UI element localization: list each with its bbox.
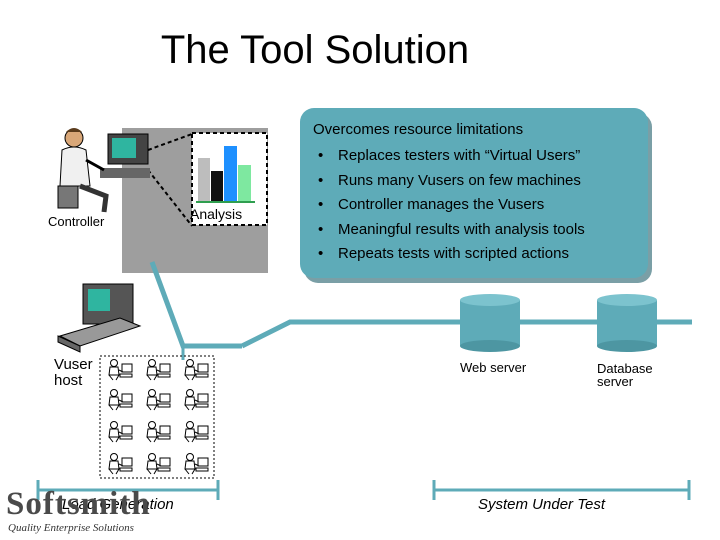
vuser-host-label-line2: host (54, 372, 82, 389)
bullet-glyph: • (318, 193, 338, 218)
vuser-host-workstation-icon (58, 284, 140, 352)
bullet-text: Meaningful results with analysis tools (338, 221, 585, 238)
virtual-user-icon (147, 360, 170, 381)
virtual-user-icon (147, 422, 170, 443)
bullet-glyph: • (318, 144, 338, 169)
bullet-text: Replaces testers with “Virtual Users” (338, 147, 580, 164)
bullet-text: Repeats tests with scripted actions (338, 245, 569, 262)
virtual-user-icon (185, 454, 208, 475)
callout-bullet-list: •Replaces testers with “Virtual Users” •… (318, 144, 585, 267)
analysis-label: Analysis (190, 206, 242, 222)
virtual-user-icon (147, 454, 170, 475)
analysis-bar-black (211, 171, 223, 201)
bullet-text: Controller manages the Vusers (338, 196, 544, 213)
callout-bullet: •Controller manages the Vusers (318, 193, 585, 218)
slide-title: The Tool Solution (0, 28, 630, 73)
callout-heading: Overcomes resource limitations (313, 121, 523, 138)
vuser-icons (100, 356, 214, 478)
database-server-label-line2: server (597, 375, 633, 388)
bullet-glyph: • (318, 242, 338, 267)
bullet-glyph: • (318, 218, 338, 243)
system-under-test-label: System Under Test (478, 496, 605, 513)
softsmith-logo: Softsmith (6, 486, 151, 523)
vuser-host-label-line1: Vuser (54, 356, 93, 373)
virtual-user-icon (109, 390, 132, 411)
network-line-controller-host (152, 262, 242, 346)
database-server-cylinder-icon (597, 294, 657, 352)
web-server-cylinder-icon (460, 294, 520, 352)
virtual-user-icon (109, 422, 132, 443)
bullet-text: Runs many Vusers on few machines (338, 172, 581, 189)
callout-bullet: •Meaningful results with analysis tools (318, 218, 585, 243)
bullet-glyph: • (318, 169, 338, 194)
analysis-bar-blue (224, 146, 237, 201)
callout-bullet: •Runs many Vusers on few machines (318, 169, 585, 194)
web-server-label: Web server (460, 361, 526, 374)
virtual-user-icon (147, 390, 170, 411)
virtual-user-icon (185, 360, 208, 381)
analysis-bar-gray (198, 158, 210, 201)
vuser-grid (100, 356, 214, 478)
callout-bullet: •Replaces testers with “Virtual Users” (318, 144, 585, 169)
virtual-user-icon (109, 454, 132, 475)
controller-label: Controller (48, 215, 104, 228)
virtual-user-icon (109, 360, 132, 381)
analysis-bar-green (238, 165, 251, 201)
virtual-user-icon (185, 390, 208, 411)
virtual-user-icon (185, 422, 208, 443)
softsmith-tagline: Quality Enterprise Solutions (8, 522, 134, 534)
callout-bullet: •Repeats tests with scripted actions (318, 242, 585, 267)
